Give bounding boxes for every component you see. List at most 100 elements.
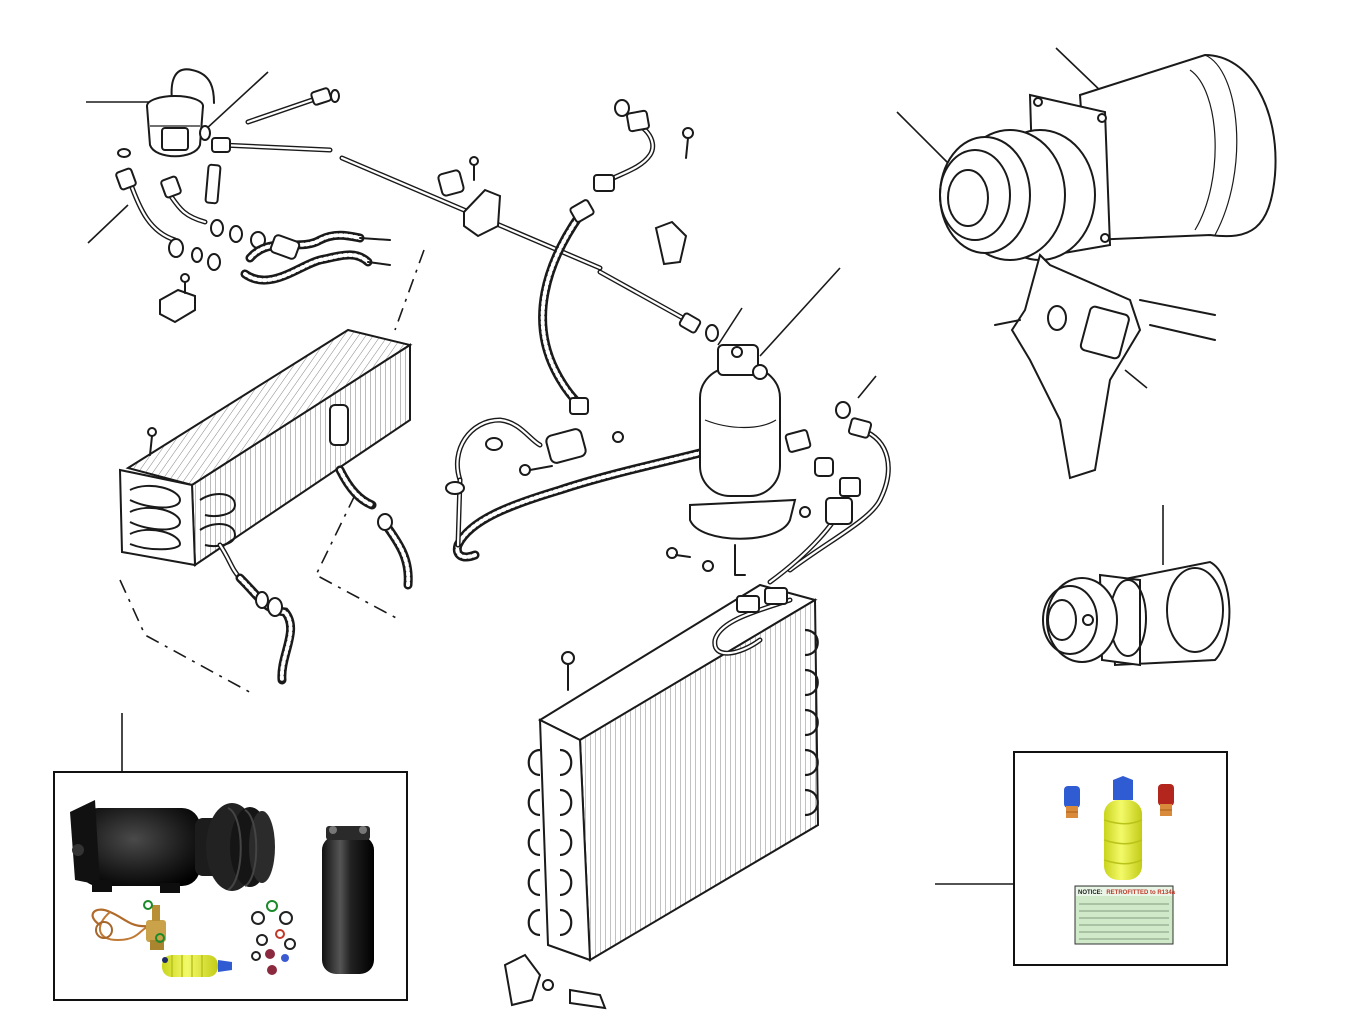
pipe-nut: [160, 175, 182, 199]
washer: [542, 979, 554, 991]
evaporator-end-plate: [118, 468, 197, 567]
pipe-nut: [207, 253, 221, 271]
hose-union: [545, 428, 587, 464]
o-ring: [229, 225, 243, 243]
bracket-nut: [1047, 305, 1067, 331]
o-ring: [614, 99, 630, 117]
hose-block: [269, 234, 301, 260]
bolt: [799, 506, 811, 518]
condenser-pipe: [767, 375, 891, 585]
red-service-adaptor: [1158, 784, 1174, 816]
drier-bracket: [689, 498, 797, 540]
hose-nut: [569, 199, 595, 223]
o-ring: [835, 401, 851, 419]
hose-nut: [593, 174, 615, 192]
nut: [702, 560, 714, 572]
hose-nut: [626, 109, 650, 133]
leader-line: [759, 267, 841, 357]
leader-line: [87, 204, 129, 244]
evaporator-hoses: [240, 230, 391, 285]
hose-clip: [159, 288, 196, 324]
clamp-screw: [469, 156, 479, 166]
capillary-tube: [170, 68, 215, 104]
flex-hose-lower: [445, 417, 812, 562]
bolt: [519, 464, 531, 476]
o-ring: [255, 591, 269, 609]
pipe-nut: [267, 597, 283, 617]
mounting-screw: [147, 427, 157, 437]
leader-line: [1055, 47, 1106, 96]
pipe-nut: [736, 595, 760, 613]
compressor-body: [1078, 53, 1277, 242]
drier-port: [731, 346, 743, 358]
expansion-valve-group: [86, 68, 340, 324]
drier-head: [717, 344, 759, 376]
pipe-nut: [115, 167, 137, 191]
o-ring: [705, 324, 719, 342]
o-ring: [330, 89, 340, 103]
compressor: [896, 47, 1277, 480]
kit-o-rings: [143, 900, 296, 975]
bolt: [561, 651, 575, 665]
receiver-drier: [666, 267, 841, 576]
pipe-nut: [310, 87, 332, 106]
pulley-hub: [947, 169, 989, 227]
bracket-block: [1079, 305, 1130, 360]
fitting: [814, 457, 834, 477]
pipe-clamp: [463, 188, 502, 238]
pipe-nut: [678, 312, 702, 334]
compressor-variant: [1042, 505, 1231, 667]
retrofit-label-inset: NOTICE: RETROFITTED to R134a: [935, 751, 1228, 966]
condenser-bracket: [503, 953, 542, 1007]
yellow-oil-bottle: [1103, 776, 1143, 880]
retrofit-notice-label: NOTICE: RETROFITTED to R134a: [1074, 885, 1176, 945]
kit-expansion-valve: [91, 905, 166, 950]
kit-receiver-drier: [322, 826, 374, 974]
pipe-nut: [211, 137, 231, 153]
o-ring: [199, 125, 211, 141]
evaporator: [118, 249, 425, 696]
label-form-lines: [1079, 903, 1169, 940]
flex-hose-upper: [538, 99, 694, 415]
pipe-nut: [839, 477, 861, 497]
fitting: [612, 431, 624, 443]
notice-word: NOTICE:: [1078, 890, 1103, 896]
clip-screw: [180, 273, 190, 283]
pipe-nut: [764, 587, 788, 605]
evaporator-outlet: [329, 404, 349, 446]
o-ring: [210, 219, 224, 237]
notice-retrofit-text: RETROFITTED to R134a: [1106, 890, 1175, 896]
condenser: [503, 583, 820, 1010]
kit-compressor: [70, 800, 275, 893]
pipe-clamp: [825, 497, 853, 525]
bolt: [569, 988, 607, 1010]
pipe-nut: [377, 513, 393, 531]
drier-canister: [699, 367, 781, 497]
condenser-end-tank: [538, 718, 592, 962]
leader-line: [857, 375, 877, 399]
kit-oil-bottle: [162, 955, 232, 977]
pipe-nut: [847, 417, 873, 439]
compressor-mount-bracket: [1010, 253, 1142, 480]
leader-line: [204, 71, 269, 131]
o-ring: [117, 148, 131, 158]
suction-pipe: [339, 155, 719, 342]
assembly-dash: [119, 579, 256, 696]
leader-line: [717, 307, 743, 346]
leader-line: [896, 111, 956, 171]
drier-port: [752, 364, 768, 380]
tube-fitting: [204, 163, 222, 205]
leader-line: [1124, 369, 1148, 389]
hose-nut: [569, 397, 589, 415]
screw: [666, 547, 678, 559]
bolt: [682, 127, 694, 139]
assembly-dash: [394, 249, 425, 331]
o-ring: [485, 437, 503, 451]
conversion-kit-inset: [53, 713, 408, 1001]
blue-service-adaptor: [1064, 786, 1080, 818]
pipe-nut: [168, 238, 184, 258]
svg-text:NOTICE: RETROFITTED to: NOTICE: RETROFITTED to R134a: [1078, 890, 1176, 896]
hose-clip: [654, 220, 688, 266]
pipe-nut: [445, 481, 465, 495]
